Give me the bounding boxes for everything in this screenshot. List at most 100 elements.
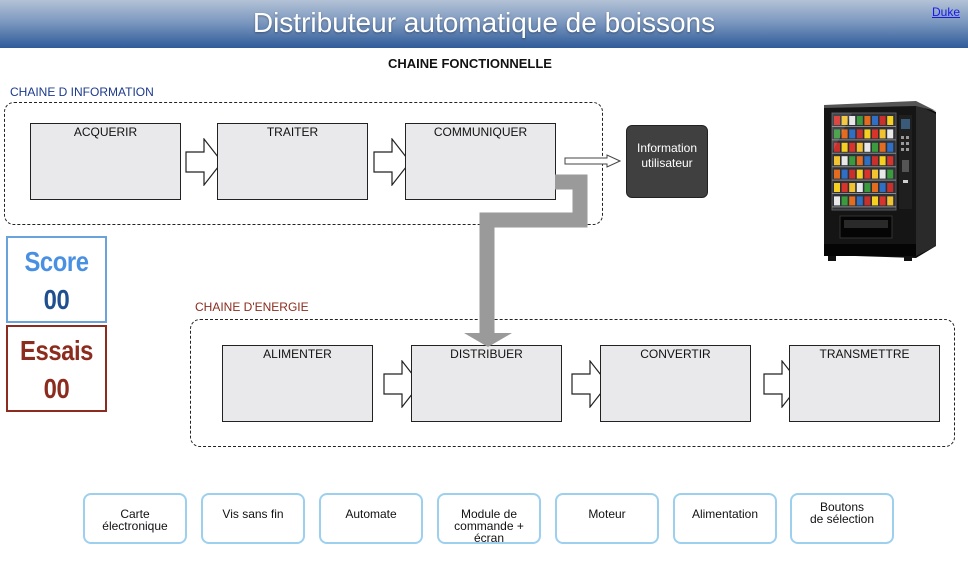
block-convertir[interactable]: CONVERTIR bbox=[600, 345, 751, 422]
vending-product bbox=[864, 156, 871, 166]
vending-product bbox=[864, 142, 871, 152]
vending-product bbox=[887, 196, 894, 206]
vending-product bbox=[879, 183, 886, 192]
vending-product bbox=[841, 183, 848, 192]
essais-label: Essais bbox=[20, 335, 93, 366]
section-title: CHAINE FONCTIONNELLE bbox=[388, 56, 552, 71]
option-label: Module de commande + écran bbox=[454, 506, 524, 545]
vending-product bbox=[856, 196, 863, 206]
vending-product bbox=[849, 129, 856, 139]
vending-product bbox=[849, 169, 856, 179]
essais-panel: Essais 00 bbox=[6, 325, 107, 412]
block-label: COMMUNIQUER bbox=[433, 125, 528, 139]
block-transmettre[interactable]: TRANSMETTRE bbox=[789, 345, 940, 422]
vending-product bbox=[879, 169, 886, 179]
option-label: Moteur bbox=[588, 506, 626, 521]
block-distribuer[interactable]: DISTRIBUER bbox=[411, 345, 562, 422]
option-alimentation[interactable]: Alimentation bbox=[673, 493, 777, 544]
vending-product bbox=[872, 183, 878, 192]
vending-product bbox=[887, 183, 894, 192]
option-carte-electronique[interactable]: Carte électronique bbox=[83, 493, 187, 544]
vending-product bbox=[887, 116, 894, 125]
vending-product bbox=[834, 183, 840, 192]
block-alimenter[interactable]: ALIMENTER bbox=[222, 345, 373, 422]
vending-product bbox=[834, 116, 840, 125]
vending-machine-image bbox=[824, 101, 936, 261]
vending-product bbox=[849, 196, 856, 206]
option-label: Boutons de sélection bbox=[809, 499, 875, 526]
vending-product bbox=[879, 116, 886, 125]
essais-value: 00 bbox=[43, 373, 70, 404]
block-label: TRANSMETTRE bbox=[819, 347, 910, 361]
vending-product bbox=[841, 196, 848, 206]
score-panel: Score 00 bbox=[6, 236, 107, 323]
score-value: 00 bbox=[43, 284, 70, 315]
vending-product bbox=[849, 116, 856, 125]
block-label: ALIMENTER bbox=[263, 347, 332, 361]
vending-product bbox=[872, 129, 878, 139]
page-title: Distributeur automatique de boissons bbox=[252, 7, 716, 38]
option-boutons-selection[interactable]: Boutons de sélection bbox=[790, 493, 894, 544]
vending-product bbox=[856, 129, 863, 139]
block-label: ACQUERIR bbox=[73, 125, 138, 139]
vending-product bbox=[834, 169, 840, 179]
vending-product bbox=[849, 183, 856, 192]
option-vis-sans-fin[interactable]: Vis sans fin bbox=[201, 493, 305, 544]
vending-product bbox=[856, 142, 863, 152]
vending-product bbox=[872, 116, 878, 125]
block-label: CONVERTIR bbox=[640, 347, 711, 361]
block-traiter[interactable]: TRAITER bbox=[217, 123, 368, 200]
vending-product bbox=[841, 169, 848, 179]
vending-product bbox=[879, 142, 886, 152]
option-automate[interactable]: Automate bbox=[319, 493, 423, 544]
vending-product bbox=[856, 169, 863, 179]
score-label: Score bbox=[24, 246, 89, 277]
vending-product bbox=[872, 196, 878, 206]
vending-product bbox=[856, 116, 863, 125]
vending-product bbox=[872, 156, 878, 166]
vending-product bbox=[849, 142, 856, 152]
vending-product bbox=[841, 142, 848, 152]
vending-product bbox=[841, 156, 848, 166]
block-label: DISTRIBUER bbox=[450, 347, 523, 361]
flow-arrow-icon bbox=[185, 138, 223, 186]
vending-product bbox=[879, 156, 886, 166]
block-acquerir[interactable]: ACQUERIR bbox=[30, 123, 181, 200]
vending-product bbox=[879, 129, 886, 139]
option-module-commande-ecran[interactable]: Module de commande + écran bbox=[437, 493, 541, 544]
duke-link[interactable]: Duke bbox=[932, 5, 961, 19]
vending-product bbox=[834, 129, 840, 139]
vending-product bbox=[864, 183, 871, 192]
energy-chain-label: CHAINE D'ENERGIE bbox=[195, 300, 309, 314]
option-label: Vis sans fin bbox=[222, 506, 284, 521]
vending-product bbox=[856, 183, 863, 192]
vending-product bbox=[887, 169, 894, 179]
output-arrow-icon bbox=[564, 154, 621, 168]
vending-product bbox=[864, 116, 871, 125]
vending-product bbox=[864, 129, 871, 139]
vending-product bbox=[849, 156, 856, 166]
option-moteur[interactable]: Moteur bbox=[555, 493, 659, 544]
vending-product bbox=[864, 196, 871, 206]
header-bar bbox=[0, 0, 968, 48]
vending-product bbox=[864, 169, 871, 179]
vending-product bbox=[841, 116, 848, 125]
info-output-box: Information utilisateur bbox=[626, 125, 708, 198]
block-communiquer[interactable]: COMMUNIQUER bbox=[405, 123, 556, 200]
option-label: Carte électronique bbox=[102, 506, 168, 533]
vending-product bbox=[872, 169, 878, 179]
option-label: Automate bbox=[345, 506, 397, 521]
vending-product bbox=[887, 156, 894, 166]
vending-product bbox=[887, 142, 894, 152]
vending-product bbox=[887, 129, 894, 139]
vending-product bbox=[856, 156, 863, 166]
vending-product bbox=[841, 129, 848, 139]
vending-product bbox=[834, 142, 840, 152]
vending-product bbox=[834, 196, 840, 206]
vending-product bbox=[879, 196, 886, 206]
flow-arrow-icon bbox=[373, 138, 411, 186]
vending-product bbox=[872, 142, 878, 152]
flow-arrow-icon bbox=[571, 360, 609, 408]
info-chain-label: CHAINE D INFORMATION bbox=[10, 85, 154, 99]
vending-product bbox=[834, 156, 840, 166]
